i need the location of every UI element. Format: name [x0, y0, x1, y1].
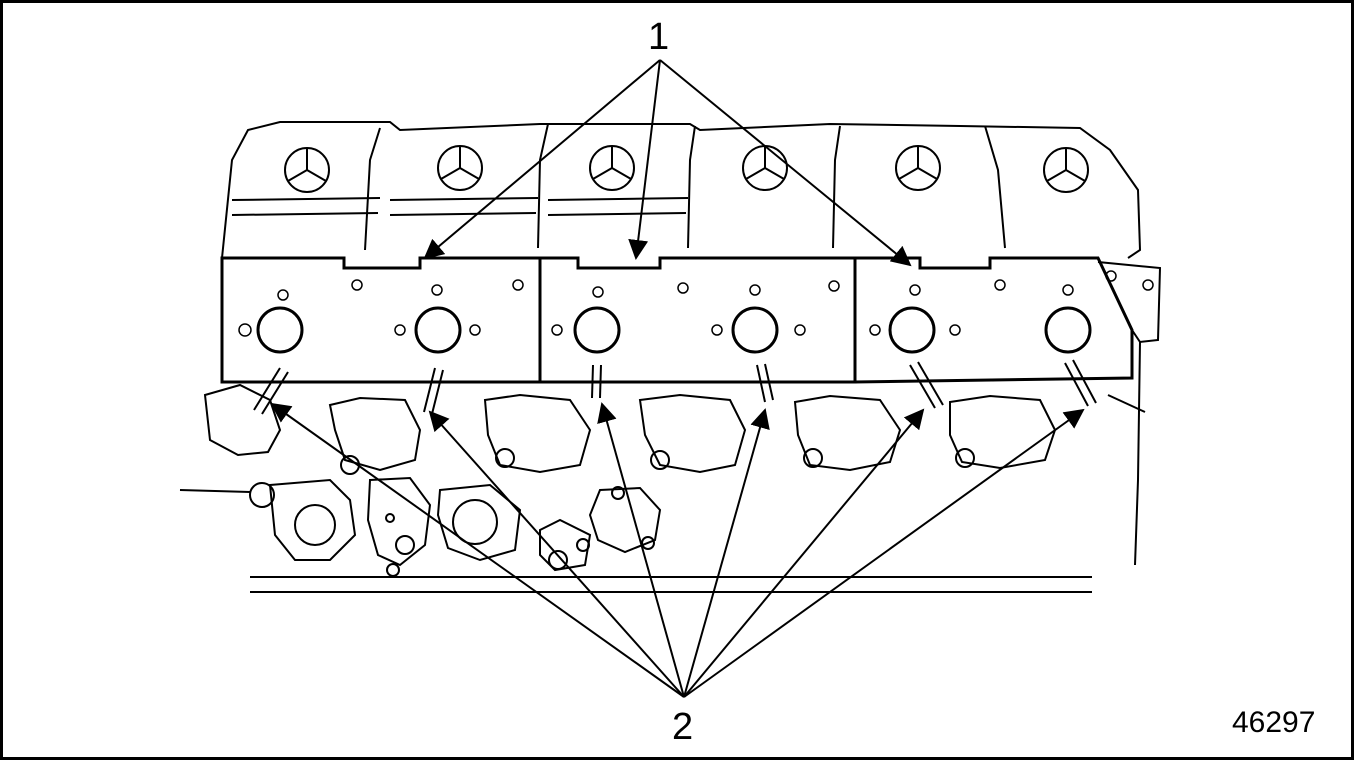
mercedes-star-icon	[437, 145, 483, 191]
guide-pins	[253, 359, 1097, 415]
mercedes-star-icon	[1043, 147, 1089, 193]
callout-label-1: 1	[648, 16, 670, 58]
callout-2-leaders	[270, 402, 1085, 698]
mercedes-star-icon	[284, 147, 330, 193]
mercedes-star-icon	[742, 145, 788, 191]
figure-number: 46297	[1232, 706, 1316, 739]
cylinder-head-cover	[221, 121, 1142, 259]
callout-label-2: 2	[672, 706, 694, 748]
callout-1-leaders	[423, 59, 912, 267]
gasket-plate-middle	[538, 256, 857, 384]
mercedes-star-icon	[589, 145, 635, 191]
gasket-plate-left	[220, 256, 542, 384]
gasket-plate-right	[853, 256, 1134, 384]
mercedes-star-icon	[895, 145, 941, 191]
exhaust-manifold	[179, 383, 1057, 577]
